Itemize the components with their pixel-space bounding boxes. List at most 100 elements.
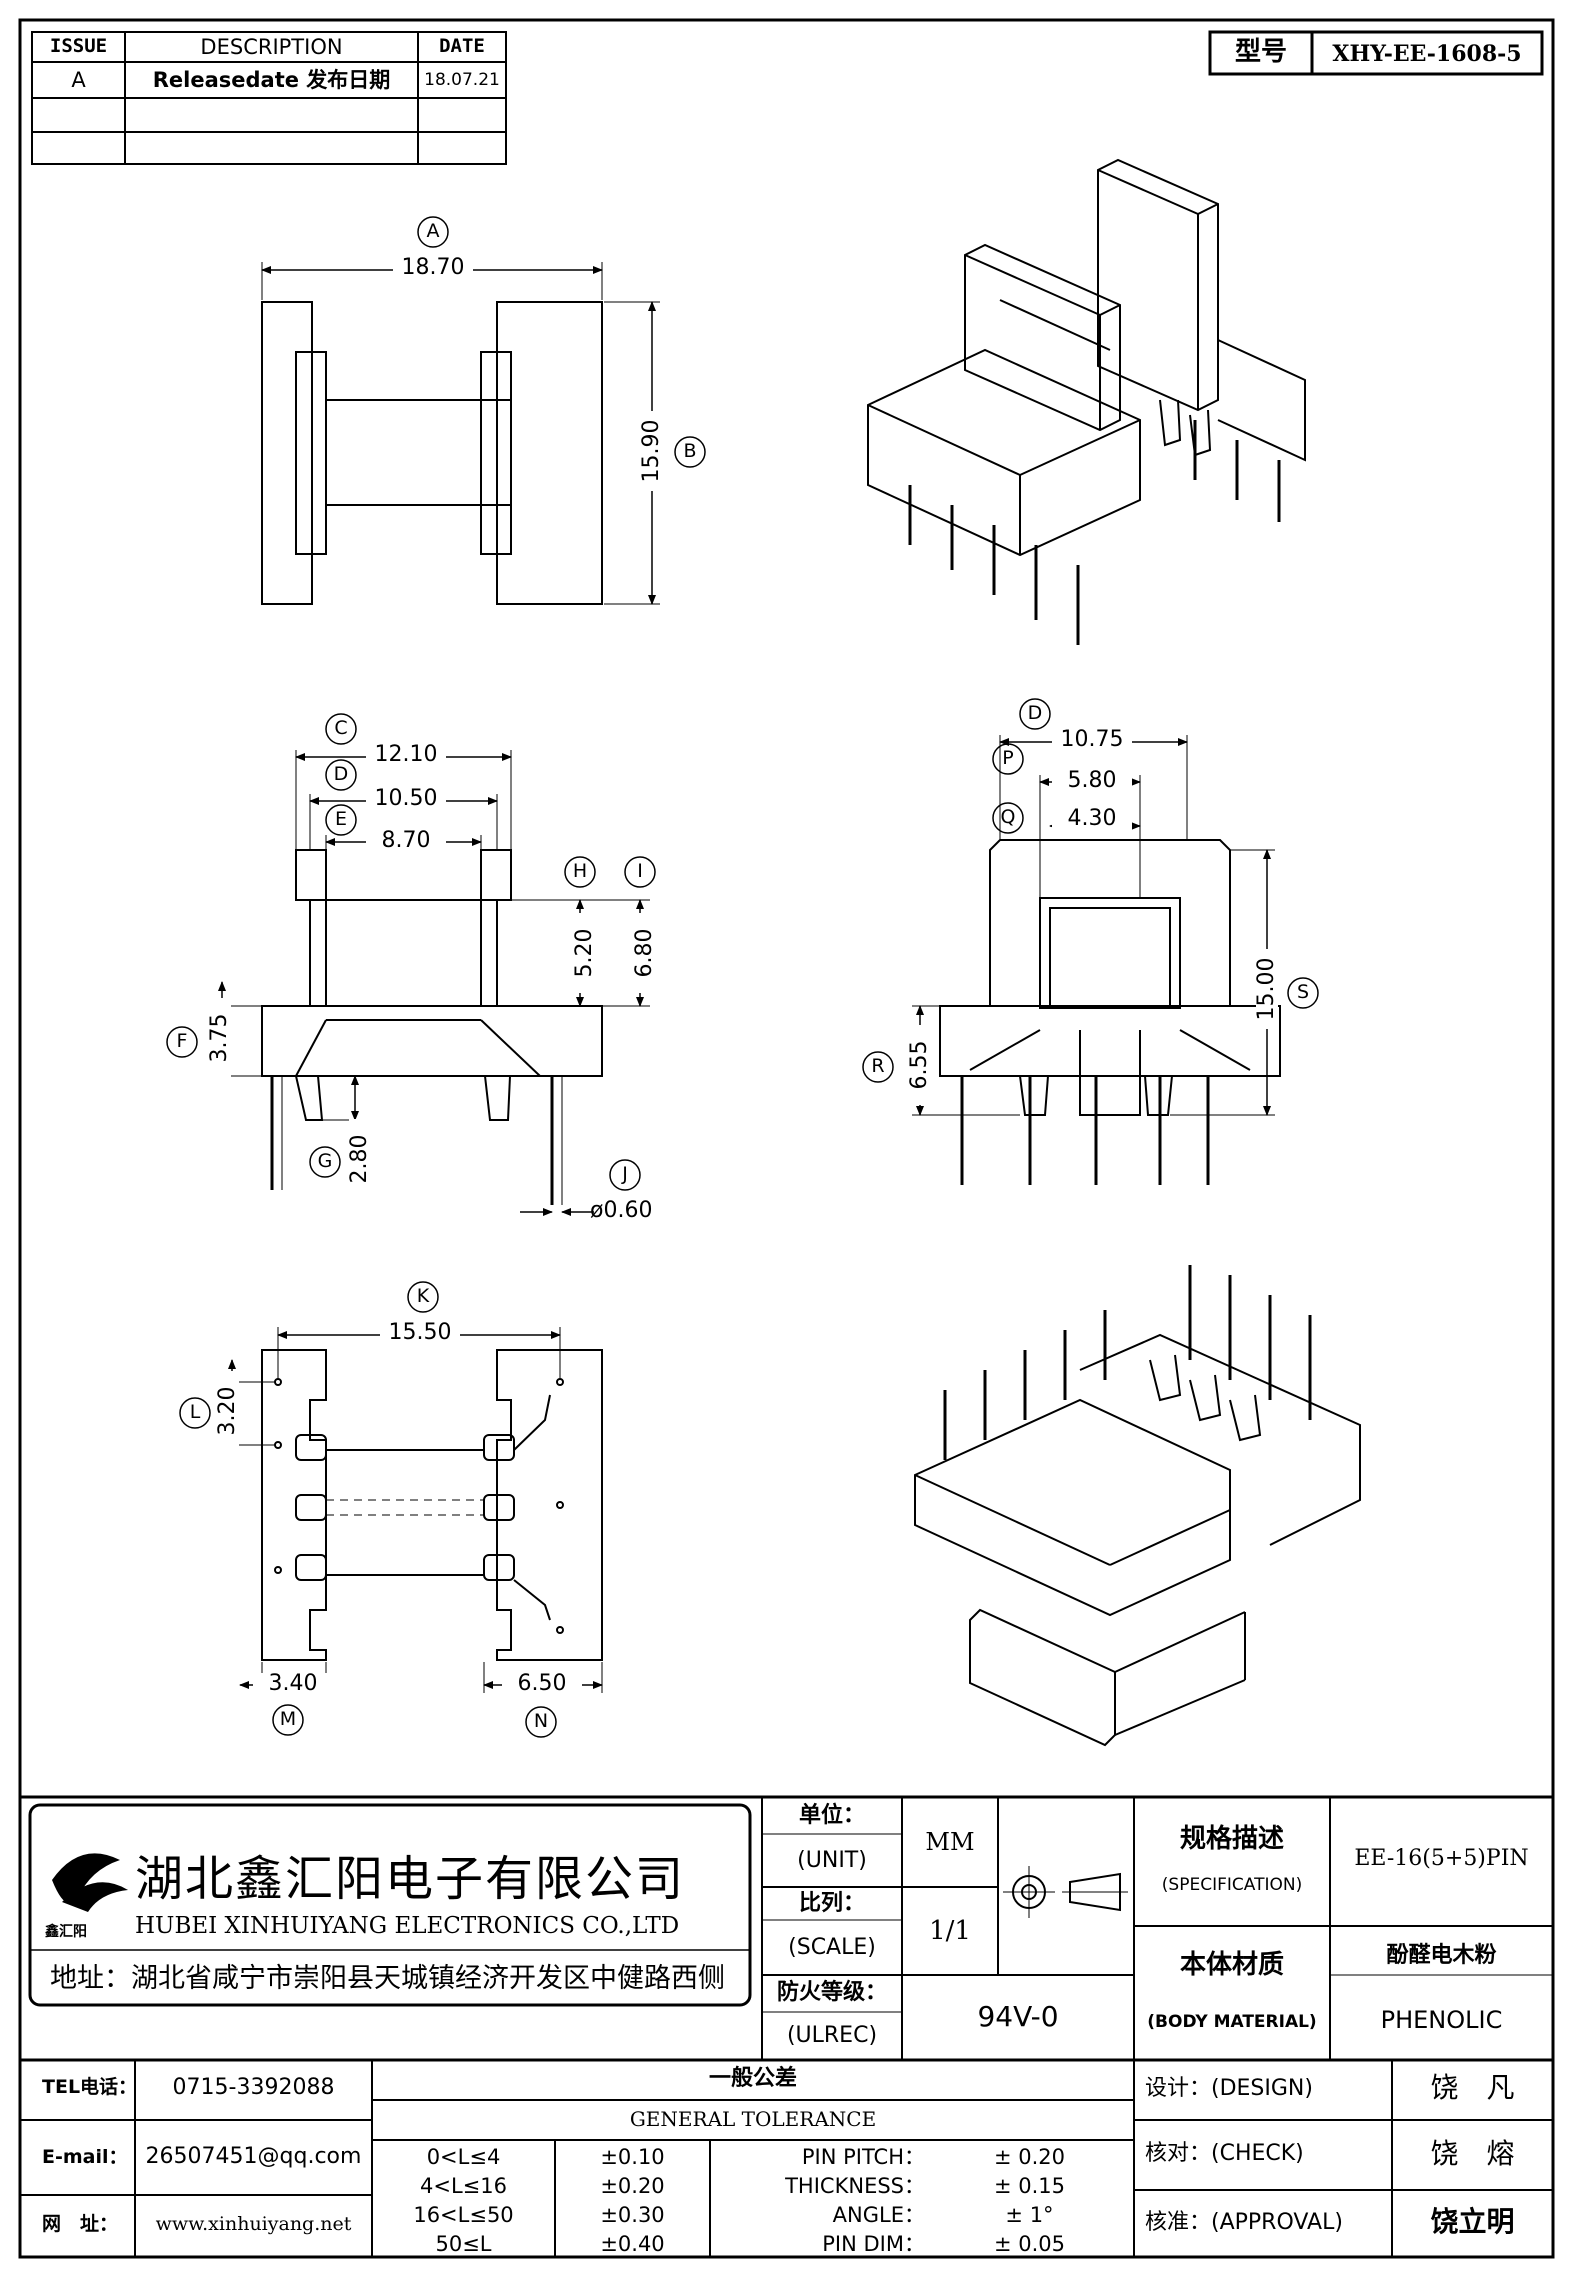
- tol-value-3: ±0.30: [600, 2203, 665, 2227]
- material-label-en: (BODY MATERIAL): [1147, 2012, 1317, 2032]
- dim-letter-i: I: [637, 860, 643, 882]
- tol-range-3: 16<L≤50: [413, 2203, 514, 2227]
- dim-b: 15.90: [639, 411, 664, 491]
- tolerance-title-cn: 一般公差: [708, 2066, 797, 2091]
- dim-letter-g: G: [317, 1150, 333, 1172]
- approval-name: 饶立明: [1430, 2205, 1515, 2238]
- fire-label-cn: 防火等级：: [776, 1980, 887, 2005]
- approval-label: 核准：(APPROVAL): [1145, 2210, 1343, 2235]
- tel-label: TEL电话：: [42, 2076, 138, 2098]
- dim-letter-b: B: [683, 440, 697, 462]
- tel-value: 0715-3392088: [172, 2075, 335, 2100]
- unit-label-en: (UNIT): [797, 1848, 867, 1873]
- spec-label-en: (SPECIFICATION): [1161, 1875, 1303, 1895]
- isometric-view-top: [867, 158, 1306, 645]
- model-box: [1208, 30, 1544, 76]
- dim-letter-r: R: [871, 1055, 885, 1077]
- tol-value-1: ±0.10: [600, 2145, 665, 2169]
- design-label: 设计：(DESIGN): [1145, 2076, 1313, 2101]
- revision-table: [31, 31, 507, 165]
- dim-letter-d2: D: [1027, 702, 1043, 724]
- rev-header-date: DATE: [439, 35, 485, 57]
- web-label: 网 址：: [42, 2213, 119, 2235]
- tol-other-value-4: ± 0.05: [993, 2232, 1066, 2256]
- company-name-cn: 湖北鑫汇阳电子有限公司: [135, 1851, 686, 1907]
- tol-range-4: 50≤L: [435, 2232, 492, 2256]
- spec-value: EE-16(5+5)PIN: [1354, 1846, 1529, 1871]
- dim-letter-e: E: [334, 808, 347, 830]
- unit-value: MM: [925, 1828, 975, 1856]
- dim-letter-f: F: [176, 1030, 188, 1052]
- company-logo-icon: [52, 1853, 120, 1904]
- tol-value-4: ±0.40: [600, 2232, 665, 2256]
- dim-letter-p: P: [1002, 747, 1014, 769]
- dim-r: 6.55: [907, 1025, 932, 1105]
- dim-i: 6.80: [632, 913, 657, 993]
- rev-header-description: DESCRIPTION: [200, 35, 343, 59]
- check-label: 核对：(CHECK): [1145, 2141, 1304, 2166]
- dim-letter-c: C: [334, 717, 348, 739]
- material-value-en: PHENOLIC: [1380, 2006, 1503, 2034]
- tol-other-label-2: THICKNESS：: [785, 2174, 925, 2198]
- tol-range-1: 0<L≤4: [426, 2145, 501, 2169]
- email-label: E-mail：: [42, 2146, 128, 2168]
- model-value: XHY-EE-1608-5: [1332, 41, 1522, 67]
- unit-label-cn: 单位：: [798, 1803, 865, 1828]
- dim-d2: 10.75: [1052, 729, 1132, 751]
- dim-c: 12.10: [366, 744, 446, 766]
- dim-letter-n: N: [533, 1710, 549, 1732]
- scale-value: 1/1: [929, 1916, 971, 1946]
- tolerance-title-en: GENERAL TOLERANCE: [629, 2107, 877, 2131]
- tol-other-label-1: PIN PITCH：: [801, 2145, 925, 2169]
- material-label-cn: 本体材质: [1179, 1950, 1284, 1980]
- dim-letter-d: D: [333, 763, 349, 785]
- dim-letter-j: J: [622, 1163, 628, 1185]
- dim-g: 2.80: [347, 1119, 372, 1199]
- web-value: www.xinhuiyang.net: [155, 2213, 352, 2235]
- top-view: [261, 216, 706, 605]
- dim-letter-m: M: [279, 1708, 297, 1730]
- rev-header-issue: ISSUE: [49, 35, 108, 57]
- dim-m: 3.40: [253, 1673, 333, 1695]
- email-value: 26507451@qq.com: [145, 2144, 362, 2169]
- design-name: 饶 凡: [1430, 2071, 1515, 2104]
- dim-p: 5.80: [1052, 770, 1132, 792]
- tol-value-2: ±0.20: [600, 2174, 665, 2198]
- dim-a: 18.70: [393, 257, 473, 279]
- dim-h: 5.20: [572, 913, 597, 993]
- company-logo-text: 鑫汇阳: [45, 1924, 87, 1940]
- dim-j: ø0.60: [590, 1198, 653, 1223]
- scale-label-en: (SCALE): [788, 1935, 876, 1960]
- dim-letter-h: H: [572, 860, 588, 882]
- dim-s: 15.00: [1254, 949, 1279, 1029]
- fire-value: 94V-0: [977, 2000, 1059, 2033]
- dim-letter-s: S: [1296, 981, 1310, 1003]
- material-value-cn: 酚醛电木粉: [1386, 1943, 1497, 1968]
- dim-letter-a: A: [426, 220, 440, 242]
- rev-row-date: 18.07.21: [424, 70, 500, 90]
- model-label: 型号: [1234, 37, 1287, 67]
- dim-k: 15.50: [380, 1322, 460, 1344]
- dim-e: 8.70: [366, 830, 446, 852]
- dim-f: 3.75: [207, 998, 232, 1078]
- dim-letter-l: L: [189, 1401, 201, 1423]
- tol-other-label-3: ANGLE：: [832, 2203, 925, 2227]
- rev-row-issue: A: [71, 68, 86, 92]
- dim-letter-q: Q: [1000, 806, 1016, 828]
- dim-n: 6.50: [502, 1673, 582, 1695]
- fire-label-en: (ULREC): [786, 2023, 878, 2048]
- sheet-border: [18, 18, 1555, 2259]
- tol-other-value-2: ± 0.15: [993, 2174, 1066, 2198]
- company-address: 地址：湖北省咸宁市崇阳县天城镇经济开发区中健路西侧: [50, 1963, 725, 1994]
- dim-d: 10.50: [366, 788, 446, 810]
- scale-label-cn: 比列：: [798, 1891, 865, 1916]
- dim-l: 3.20: [215, 1371, 240, 1451]
- dim-q: 4.30: [1052, 808, 1132, 830]
- company-name-en: HUBEI XINHUIYANG ELECTRONICS CO.,LTD: [135, 1913, 680, 1939]
- bottom-view: [179, 1281, 603, 1738]
- tol-other-value-1: ± 0.20: [993, 2145, 1066, 2169]
- isometric-view-bottom: [914, 1265, 1361, 1747]
- tol-other-value-3: ± 1°: [1005, 2203, 1054, 2227]
